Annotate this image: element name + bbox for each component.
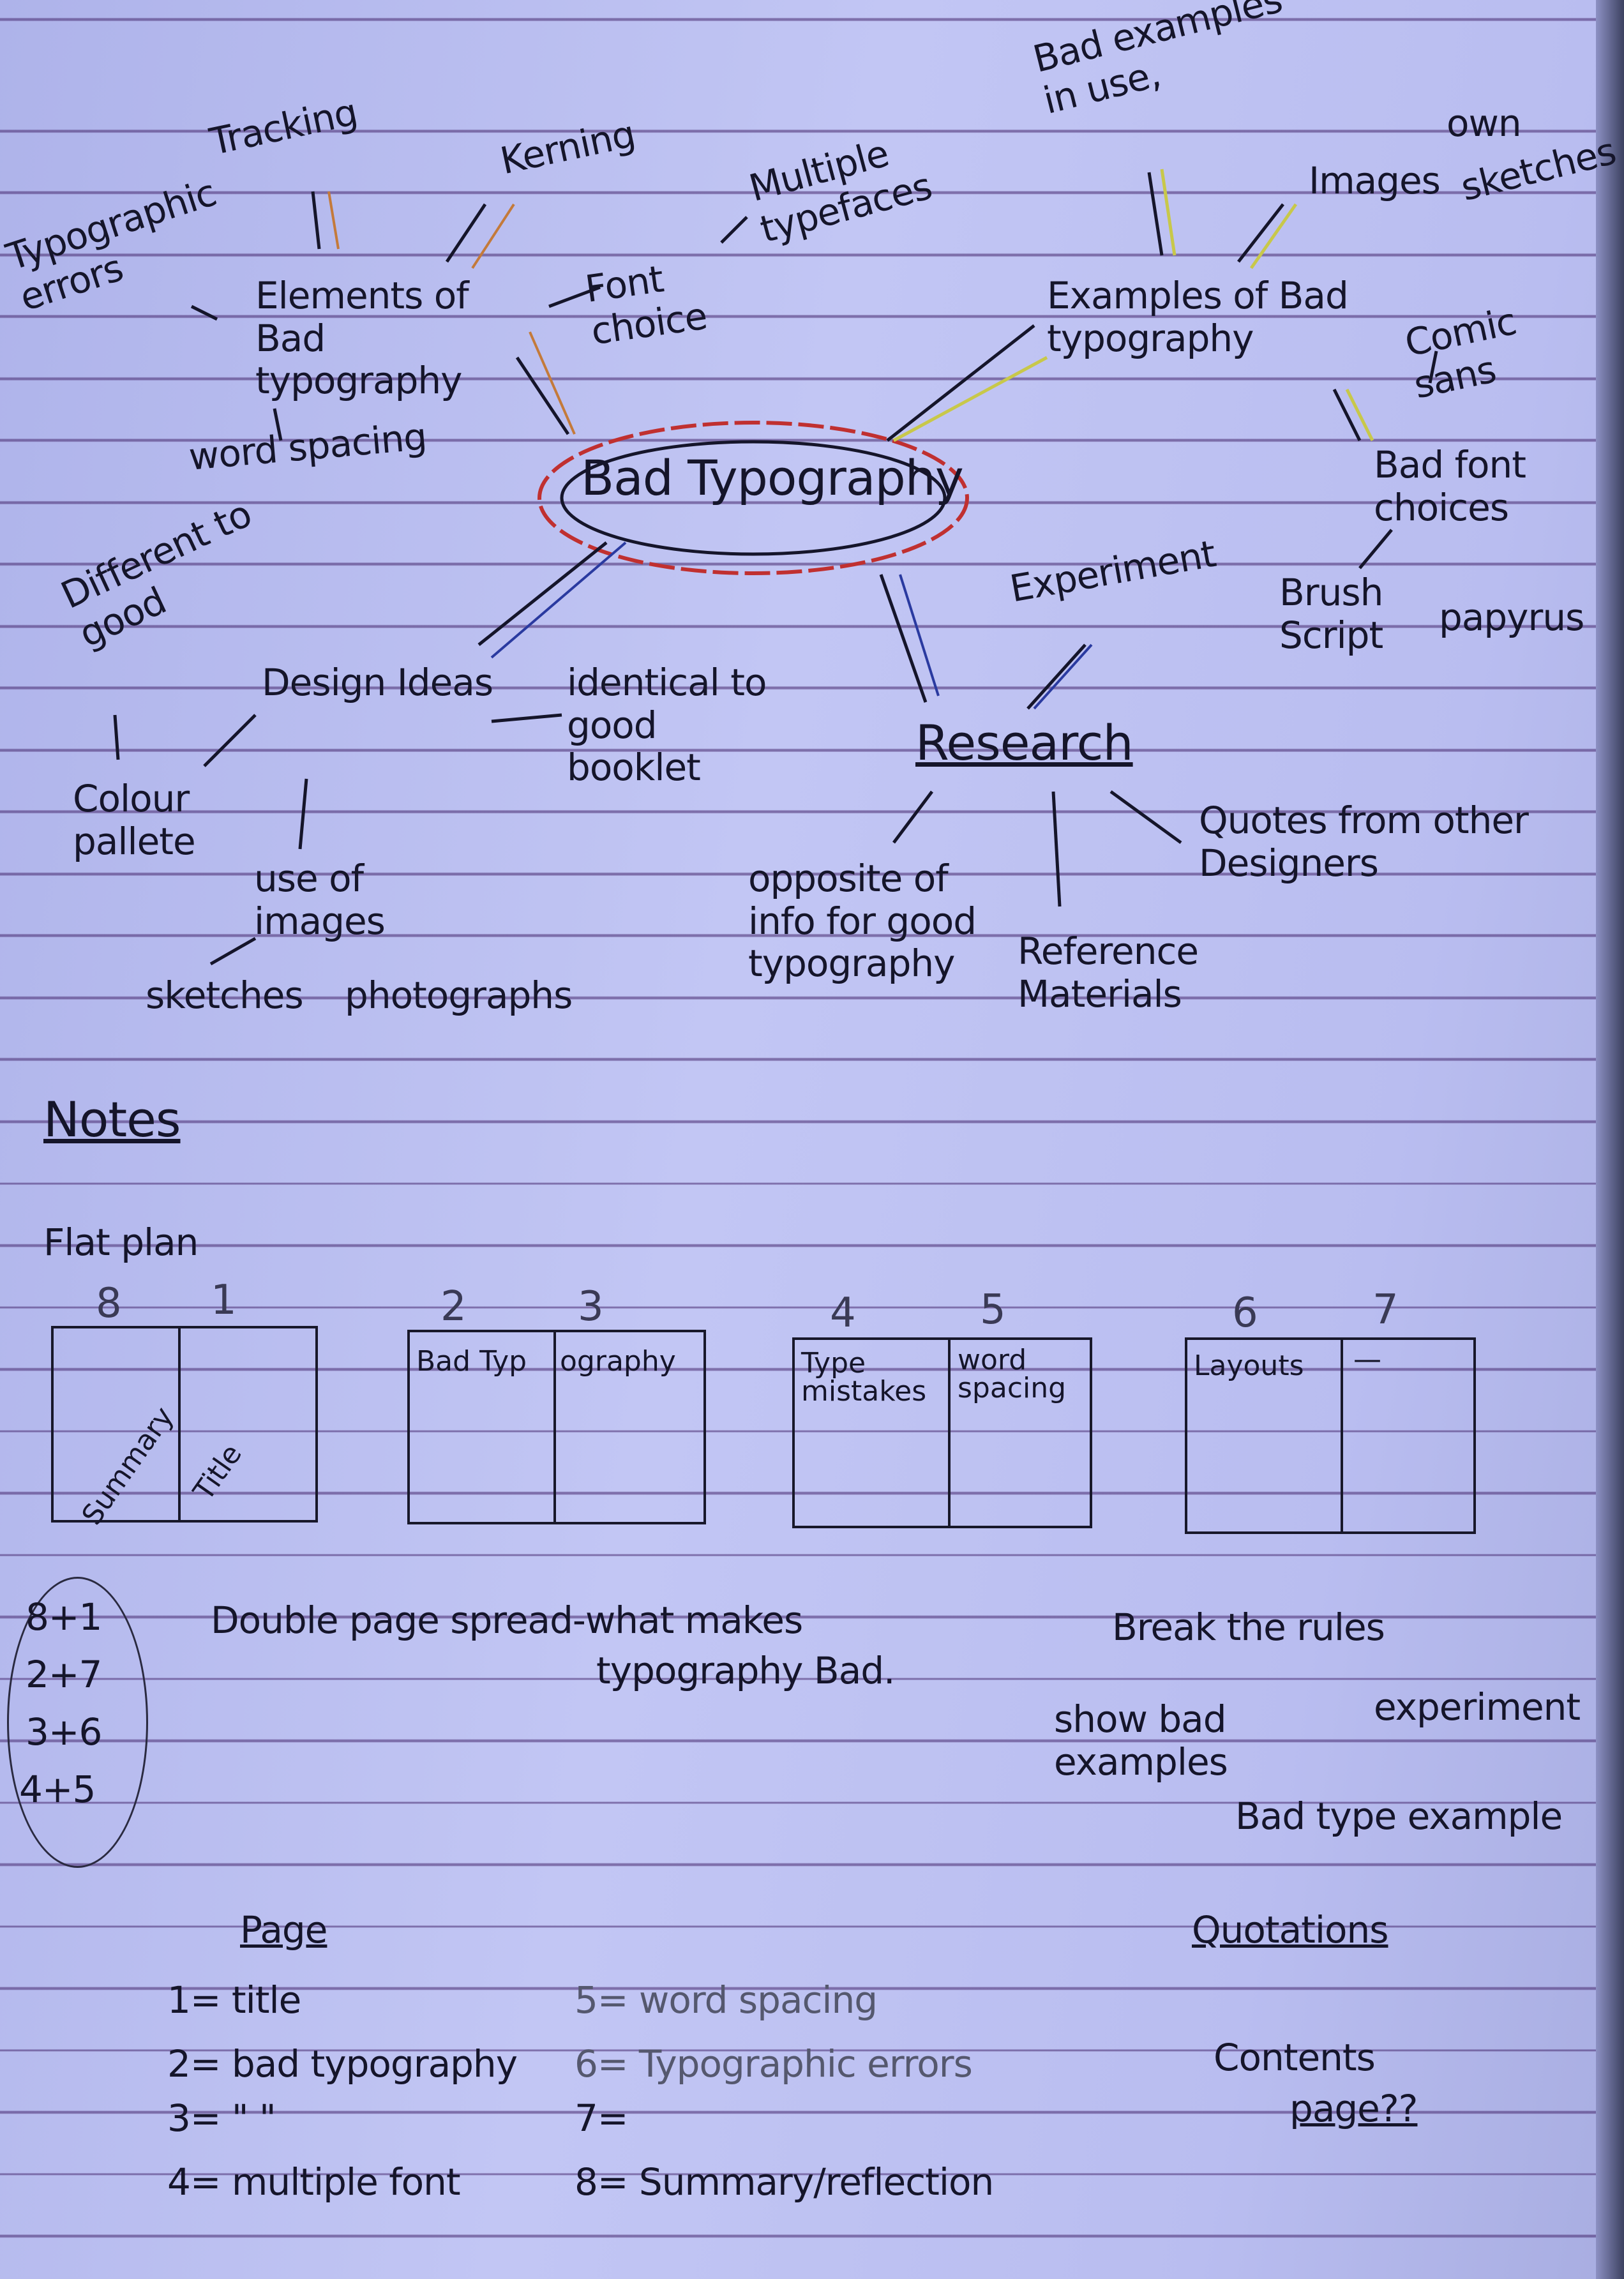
page-list-item: 3= " " <box>167 2096 276 2140</box>
spread-label: Bad Typ <box>416 1345 527 1378</box>
page-list-item: 7= <box>575 2096 628 2140</box>
pair-item: 2+7 <box>26 1653 102 1696</box>
node-sketches-design: sketches <box>146 974 304 1017</box>
node-examples-of-bad-typography: Examples of Bad typography <box>1047 274 1349 360</box>
page-number: 8 <box>96 1280 122 1327</box>
page-list-item: 4= multiple font <box>167 2160 461 2204</box>
flat-plan-label: Flat plan <box>43 1221 199 1264</box>
spread-label: ography <box>560 1345 676 1378</box>
spread-label: Type mistakes <box>801 1347 927 1408</box>
notes-heading: Notes <box>43 1091 181 1148</box>
page-list-heading: Page <box>240 1908 327 1952</box>
page-number: 1 <box>211 1277 237 1324</box>
quotations-heading: Quotations <box>1192 1908 1388 1952</box>
node-design-ideas: Design Ideas <box>262 661 493 704</box>
pair-item: 4+5 <box>19 1768 96 1811</box>
center-topic: Bad Typography <box>581 449 964 506</box>
page-number: 3 <box>578 1283 604 1330</box>
page-number: 2 <box>440 1283 467 1330</box>
node-papyrus: papyrus <box>1439 596 1584 639</box>
page-edge <box>1596 0 1624 2279</box>
node-images: Images <box>1309 159 1441 202</box>
contents-note: Contents <box>1214 2036 1376 2079</box>
node-reference-materials: Reference Materials <box>1018 929 1199 1016</box>
node-photographs: photographs <box>345 974 573 1017</box>
spread-label: — <box>1353 1343 1381 1376</box>
pair-item: 3+6 <box>26 1710 102 1754</box>
page-number: 7 <box>1372 1286 1399 1334</box>
pairs-circle <box>7 1577 148 1868</box>
page-list-item: 5= word spacing <box>575 1978 878 2022</box>
pair-item: 8+1 <box>26 1595 102 1639</box>
node-use-of-images: use of images <box>254 857 386 943</box>
node-elements-of-bad-typography: Elements of Bad typography <box>255 274 469 403</box>
node-opposite-of-info: opposite of info for good typography <box>748 857 977 986</box>
node-brush-script: Brush Script <box>1279 571 1383 657</box>
experiment-note: experiment <box>1374 1685 1581 1729</box>
node-identical-to-good-booklet: identical to good booklet <box>567 661 767 790</box>
show-bad-examples: show bad examples <box>1054 1697 1228 1784</box>
contents-note-2: page?? <box>1289 2087 1418 2130</box>
node-quotes-from-designers: Quotes from other Designers <box>1199 799 1529 885</box>
page-number: 5 <box>980 1286 1006 1334</box>
break-the-rules: Break the rules <box>1112 1606 1385 1649</box>
page-number: 4 <box>830 1290 856 1337</box>
page-list-item: 2= bad typography <box>167 2042 518 2086</box>
spread-label: word spacing <box>958 1344 1067 1404</box>
page-list-item: 8= Summary/reflection <box>575 2160 994 2204</box>
node-own: own <box>1447 102 1522 145</box>
double-page-note-2: typography Bad. <box>596 1649 895 1692</box>
node-bad-font-choices: Bad font choices <box>1374 443 1526 529</box>
spread-label: Title <box>187 1438 249 1507</box>
spread-label: Layouts <box>1194 1350 1304 1382</box>
node-colour-pallete: Colour pallete <box>73 777 196 863</box>
double-page-note: Double page spread-what makes <box>211 1598 803 1642</box>
node-research: Research <box>915 714 1134 771</box>
spread-label: Summary <box>75 1401 181 1531</box>
page-list-item: 6= Typographic errors <box>575 2042 973 2086</box>
page-number: 6 <box>1232 1290 1258 1337</box>
page-list-item: 1= title <box>167 1978 301 2022</box>
bad-type-example: Bad type example <box>1235 1794 1563 1838</box>
